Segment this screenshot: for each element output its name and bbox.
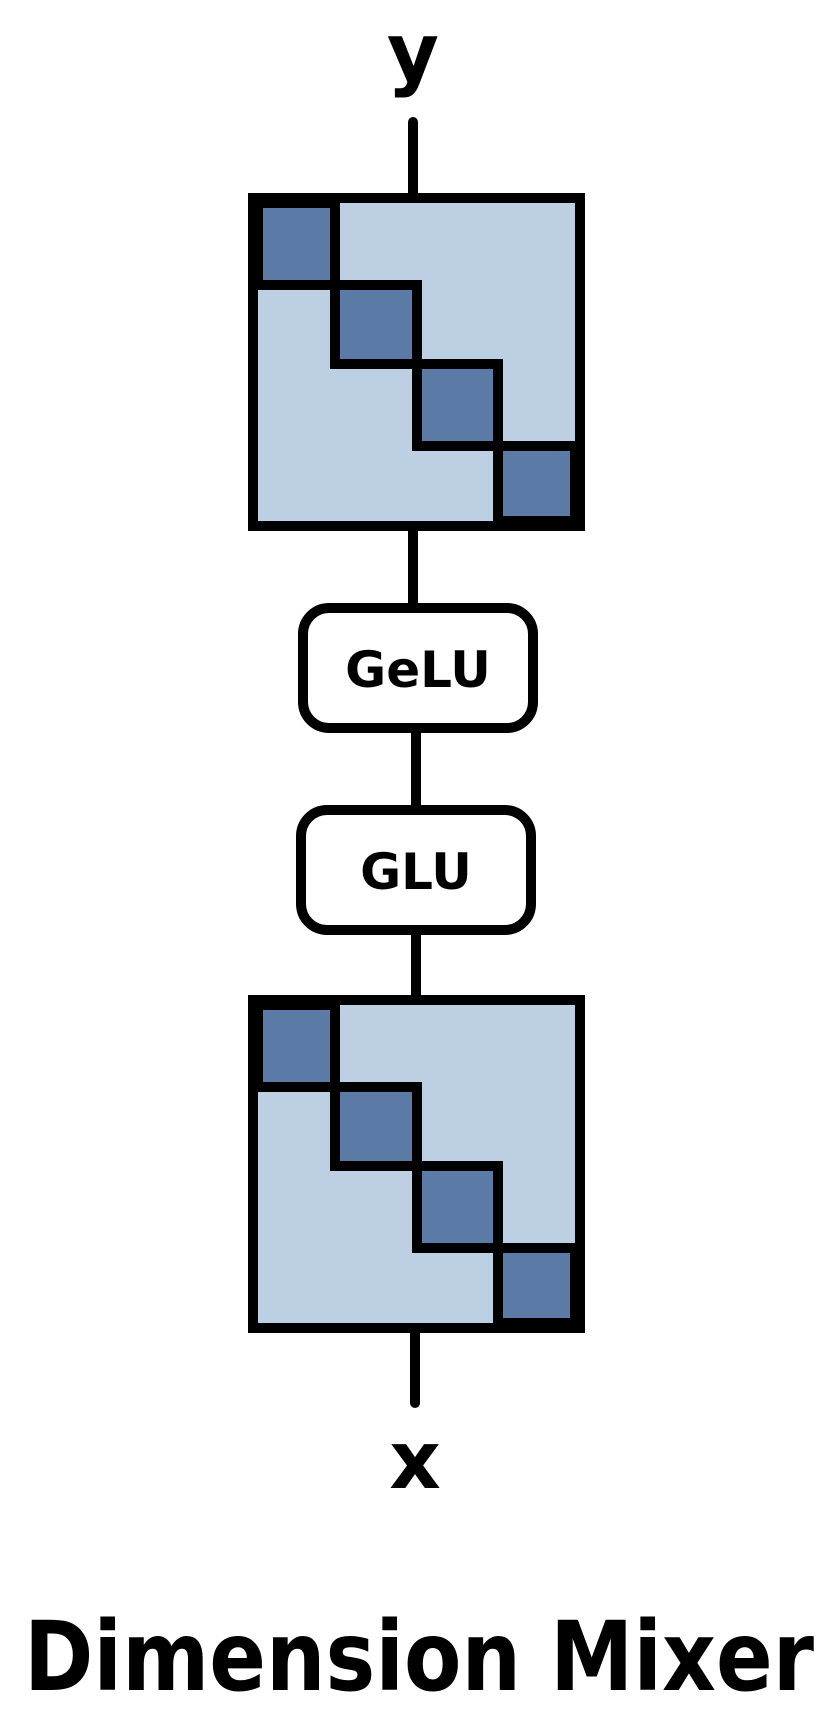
gelu-label: GeLU bbox=[345, 641, 491, 699]
bottom-matrix bbox=[248, 995, 585, 1333]
top-matrix bbox=[248, 193, 585, 531]
top-matrix-diagonal-block-2 bbox=[330, 280, 422, 369]
top-matrix-diagonal-block-3 bbox=[412, 359, 503, 451]
bottom-matrix-diagonal-block-3 bbox=[412, 1161, 503, 1253]
gelu-box: GeLU bbox=[298, 603, 538, 733]
input-label: x bbox=[389, 1414, 441, 1507]
top-matrix-diagonal-block-1 bbox=[253, 198, 340, 290]
bottom-matrix-diagonal-block-2 bbox=[330, 1082, 422, 1171]
output-label: y bbox=[387, 6, 439, 99]
bottom-matrix-diagonal-block-4 bbox=[493, 1243, 580, 1328]
bottom-matrix-diagonal-block-1 bbox=[253, 1000, 340, 1092]
diagram-caption: Dimension Mixer bbox=[24, 1601, 815, 1713]
glu-label: GLU bbox=[360, 843, 472, 901]
glu-box: GLU bbox=[296, 805, 536, 935]
top-matrix-diagonal-block-4 bbox=[493, 441, 580, 526]
